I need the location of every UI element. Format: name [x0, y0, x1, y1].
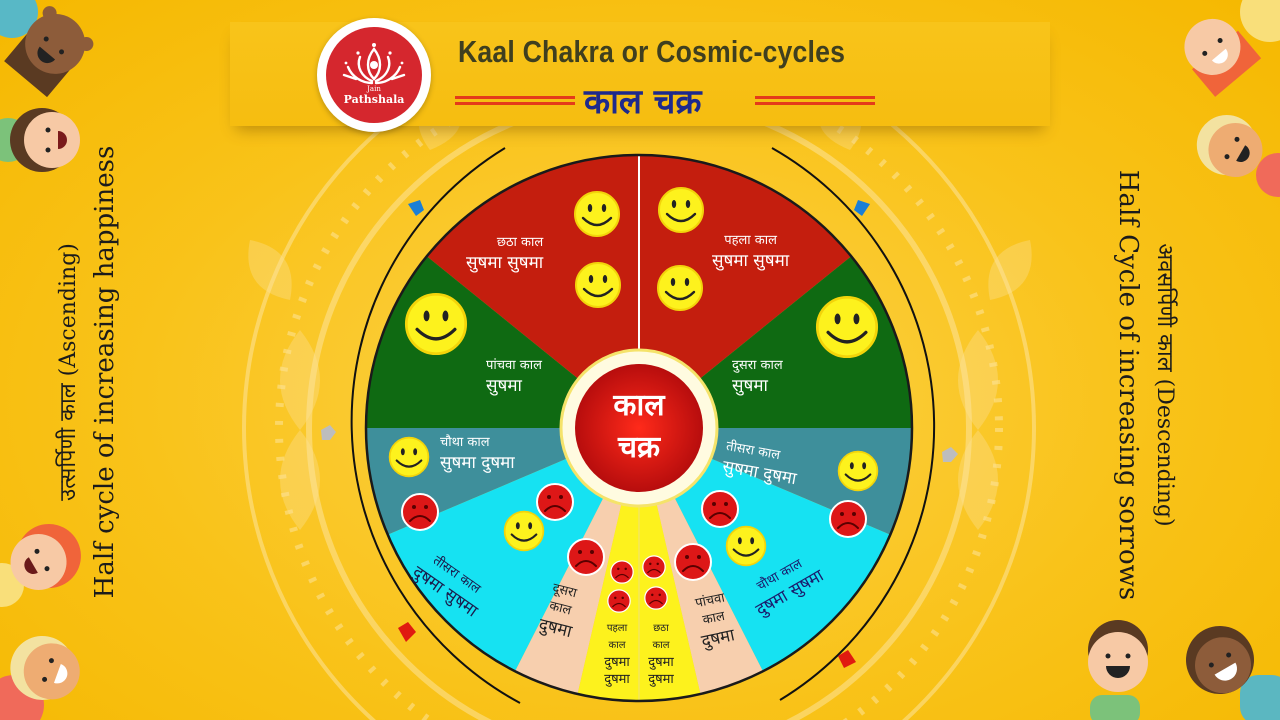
red-arrow-icon — [398, 622, 416, 642]
segment-label-left-2: पांचवा काल सुषमा — [486, 355, 542, 396]
descending-orbit-arc — [771, 147, 936, 701]
lotus-icon — [342, 43, 406, 85]
logo-text-pathshala: Pathshala — [343, 93, 405, 106]
gray-arrow-icon — [942, 447, 958, 462]
era-name: सुषमा दुषमा — [440, 453, 515, 473]
segment-left-4-cyan — [387, 428, 639, 672]
kid-face-icon — [1184, 0, 1280, 197]
segment-label-right-6: छठा काल दुषमा दुषमा — [641, 620, 681, 688]
era-name: दुषमा — [648, 655, 674, 670]
kid-face-icon — [1088, 620, 1280, 720]
sad-face-icon — [610, 560, 634, 584]
red-arrow-icon — [838, 650, 856, 668]
era-name: सुषमा सुषमा — [466, 253, 544, 273]
sad-face-icon — [401, 493, 439, 531]
center-title-line1: काल — [613, 388, 665, 423]
era-label: छठा — [653, 623, 669, 634]
sad-face-icon — [644, 586, 668, 610]
sad-face-icon — [701, 490, 739, 528]
era-name: सुषमा — [486, 376, 522, 396]
era-name: दुषमा — [604, 655, 630, 670]
era-label: पांचवा काल — [486, 358, 542, 373]
sad-face-icon — [642, 555, 666, 579]
era-label: छठा काल — [496, 235, 544, 250]
smiley-icon — [725, 525, 767, 567]
smiley-icon — [574, 261, 622, 309]
sad-face-icon — [674, 543, 712, 581]
era-label-kaal: काल — [608, 640, 626, 651]
kid-face-icon — [0, 524, 81, 720]
smiley-icon — [388, 436, 430, 478]
smiley-icon — [404, 292, 468, 356]
gray-arrow-icon — [321, 425, 336, 440]
segment-label-right-5: पांचवा काल दुषमा — [679, 584, 750, 654]
segment-label-left-3: चौथा काल सुषमा दुषमा — [440, 432, 515, 473]
era-label: दुसरा काल — [732, 358, 783, 373]
sad-face-icon — [607, 589, 631, 613]
era-name: सुषमा सुषमा — [712, 251, 790, 271]
era-label: पहला काल — [724, 233, 777, 248]
era-name: सुषमा — [732, 376, 768, 396]
era-label-kaal: काल — [652, 640, 670, 651]
segment-label-right-1: पहला काल सुषमा सुषमा — [712, 230, 789, 271]
kid-face-icon — [0, 0, 94, 172]
segment-label-left-6: पहला काल दुषमा दुषमा — [597, 620, 637, 688]
smiley-icon — [656, 264, 704, 312]
era-label: चौथा काल — [440, 435, 490, 450]
sad-face-icon — [567, 538, 605, 576]
era-label: पहला — [606, 623, 628, 634]
smiley-icon — [815, 295, 879, 359]
ascending-orbit-arc — [350, 147, 521, 704]
era-name-2: दुषमा — [604, 672, 630, 687]
smiley-icon — [657, 186, 705, 234]
center-title: काल चक्र — [589, 385, 689, 469]
title-rule-left — [455, 96, 575, 105]
segment-label-left-1: छठा काल सुषमा सुषमा — [466, 232, 543, 273]
blue-arrow-icon — [854, 200, 870, 216]
sad-face-icon — [536, 483, 574, 521]
smiley-icon — [573, 190, 621, 238]
title-rule-right — [755, 96, 875, 105]
segment-label-right-2: दुसरा काल सुषमा — [732, 355, 783, 396]
center-hub — [575, 364, 703, 492]
smiley-icon — [837, 450, 879, 492]
sad-face-icon — [829, 500, 867, 538]
wheel-rim — [364, 153, 914, 703]
blue-arrow-icon — [408, 200, 424, 216]
page-title-hindi: काल चक्र — [584, 82, 702, 122]
page-title-english: Kaal Chakra or Cosmic-cycles — [458, 34, 846, 69]
smiley-icon — [503, 510, 545, 552]
logo-text-jain: Jain — [367, 85, 381, 93]
jain-pathshala-logo: Jain Pathshala — [317, 18, 431, 132]
center-title-line2: चक्र — [617, 430, 661, 465]
era-name-2: दुषमा — [648, 672, 674, 687]
